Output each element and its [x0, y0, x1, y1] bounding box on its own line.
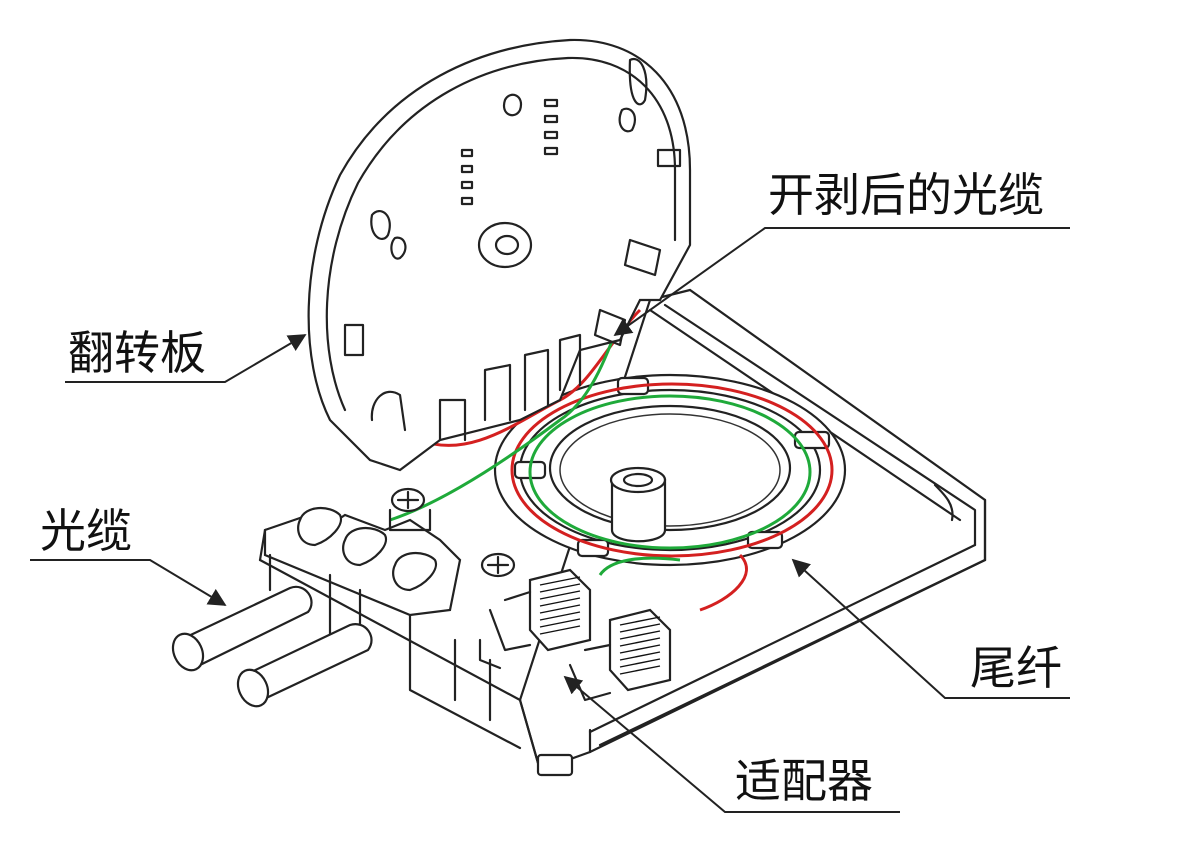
- fiber-ring: [493, 373, 847, 567]
- label-adapter: 适配器: [735, 754, 873, 808]
- adapters: [478, 568, 672, 702]
- flip-plate: [307, 38, 692, 472]
- cable-clamp: [263, 487, 516, 652]
- lid-slots: [460, 98, 559, 206]
- leader-lines: [30, 227, 1070, 813]
- label-stripped-cable: 开剥后的光缆: [768, 168, 1044, 222]
- incoming-cables: [171, 585, 373, 708]
- label-flip-plate: 翻转板: [68, 326, 206, 380]
- label-optical-cable: 光缆: [40, 504, 132, 558]
- label-pigtail: 尾纤: [970, 641, 1062, 695]
